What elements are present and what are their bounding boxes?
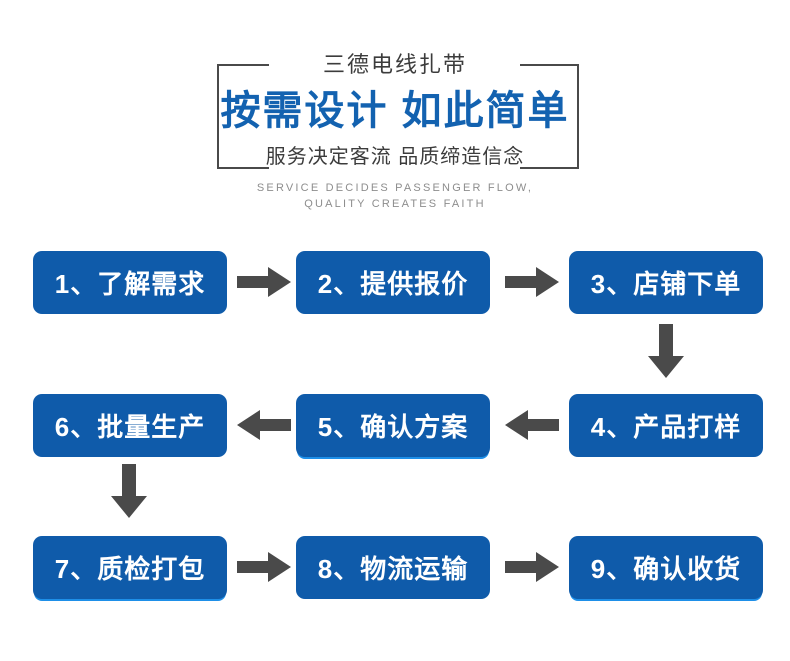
flow-step-3[interactable]: 3、店铺下单 (569, 251, 763, 314)
flow-step-9[interactable]: 9、确认收货 (569, 536, 763, 599)
decorative-bracket-right (520, 64, 579, 169)
arrow-step3-to-step4 (648, 324, 684, 378)
flow-step-2[interactable]: 2、提供报价 (296, 251, 490, 314)
flow-step-8[interactable]: 8、物流运输 (296, 536, 490, 599)
process-flow-diagram: 1、了解需求 2、提供报价 3、店铺下单 6、批量生产 5、确认方案 4、产品打… (0, 232, 790, 661)
subtitle-chinese: 服务决定客流 品质缔造信念 (265, 146, 525, 168)
decorative-bracket-left (217, 64, 269, 169)
arrow-step5-to-step6 (237, 410, 291, 440)
arrow-step4-to-step5 (505, 410, 559, 440)
flow-step-6[interactable]: 6、批量生产 (33, 394, 227, 457)
flow-step-1[interactable]: 1、了解需求 (33, 251, 227, 314)
flow-step-4[interactable]: 4、产品打样 (569, 394, 763, 457)
arrow-step7-to-step8 (237, 552, 291, 582)
flow-step-5[interactable]: 5、确认方案 (296, 394, 490, 457)
headline-slogan: 按需设计 如此简单 (220, 89, 570, 133)
arrow-step6-to-step7 (111, 464, 147, 518)
brand-title: 三德电线扎带 (322, 52, 467, 77)
arrow-step8-to-step9 (505, 552, 559, 582)
arrow-step2-to-step3 (505, 267, 559, 297)
subtitle-english: SERVICE DECIDES PASSENGER FLOW, QUALITY … (256, 182, 534, 210)
flow-step-7[interactable]: 7、质检打包 (33, 536, 227, 599)
arrow-step1-to-step2 (237, 267, 291, 297)
header-banner: 三德电线扎带 按需设计 如此简单 服务决定客流 品质缔造信念 SERVICE D… (0, 0, 790, 232)
